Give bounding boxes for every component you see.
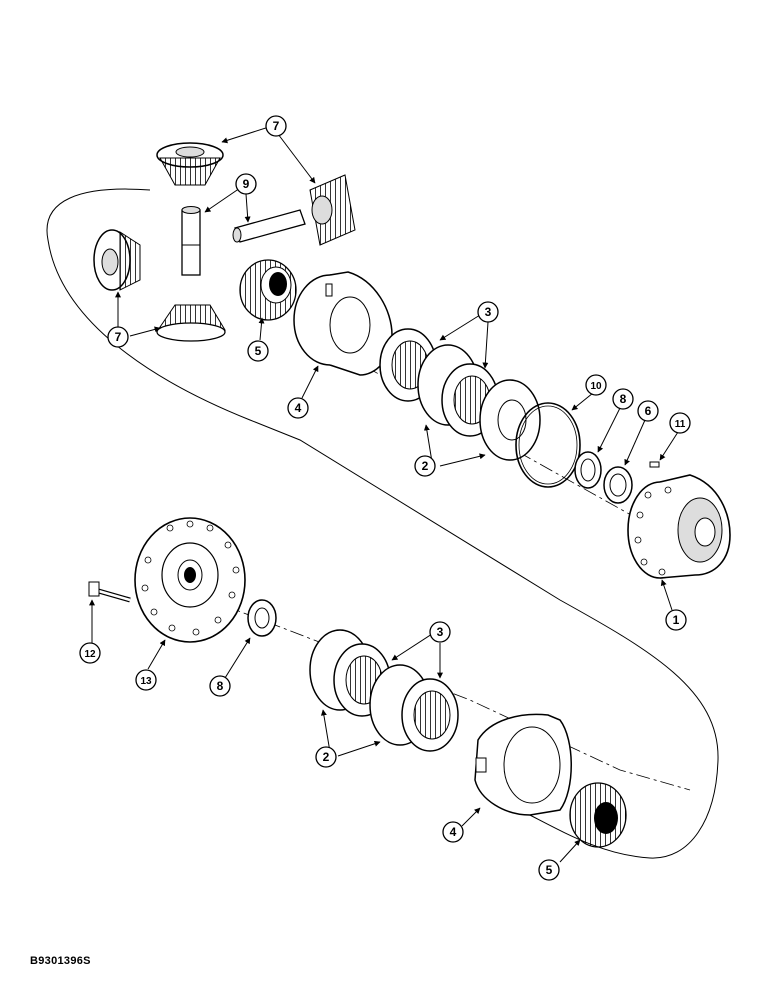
- callout-11: 11: [669, 412, 691, 434]
- leader-2-lower-a: [320, 709, 331, 753]
- leader-8-lower: [224, 637, 251, 679]
- callout-5-upper: 5: [247, 340, 269, 362]
- leader-10: [571, 392, 594, 411]
- cross-shaft-pin-vertical: [181, 206, 201, 276]
- side-gear-lower: [569, 782, 627, 848]
- differential-case: [627, 474, 731, 579]
- leader-6: [624, 419, 646, 466]
- callout-7-left: 7: [107, 326, 129, 348]
- assembly-boundary-line-lower: [149, 577, 691, 791]
- svg-text:11: 11: [675, 419, 686, 430]
- leader-2-lower-b: [337, 740, 381, 757]
- clutch-disc-stack-lower: [309, 629, 459, 752]
- callout-5-lower: 5: [538, 859, 560, 881]
- thrust-washer-upper: [574, 451, 602, 489]
- callout-8-lower: 8: [209, 675, 231, 697]
- callout-9: 9: [235, 173, 257, 195]
- callout-13: 13: [135, 669, 157, 691]
- callout-8-upper: 8: [612, 388, 634, 410]
- svg-text:12: 12: [84, 649, 96, 660]
- leader-13: [147, 639, 166, 670]
- svg-text:8: 8: [217, 679, 224, 693]
- leader-2-upper-b: [439, 453, 486, 467]
- bolt: [88, 581, 131, 603]
- svg-text:1: 1: [673, 613, 680, 627]
- svg-text:2: 2: [422, 459, 429, 473]
- leader-3-upper-b: [482, 321, 489, 369]
- svg-text:3: 3: [437, 625, 444, 639]
- svg-text:10: 10: [590, 381, 602, 392]
- svg-text:5: 5: [255, 344, 262, 358]
- clutch-disc-stack-upper: [379, 328, 541, 461]
- shim-washer: [603, 466, 633, 504]
- snap-ring: [515, 402, 581, 488]
- pinion-gear-bottom: [156, 304, 226, 342]
- leader-9-a: [204, 185, 244, 213]
- leader-4-lower: [461, 807, 481, 827]
- drawing-reference-code: B930139​6S: [30, 955, 91, 967]
- callout-10: 10: [585, 374, 607, 396]
- leader-8-upper: [597, 407, 621, 453]
- cross-shaft-pin-horizontal: [232, 209, 306, 243]
- drive-plate: [134, 517, 246, 643]
- svg-text:13: 13: [140, 676, 152, 687]
- leader-2-upper-a: [423, 424, 433, 463]
- svg-text:7: 7: [115, 330, 122, 344]
- callout-12: 12: [79, 642, 101, 664]
- leader-11: [659, 431, 679, 461]
- svg-text:5: 5: [546, 863, 553, 877]
- leader-5-upper: [258, 317, 265, 341]
- svg-text:9: 9: [243, 177, 250, 191]
- svg-text:6: 6: [645, 404, 652, 418]
- leader-1: [660, 579, 673, 611]
- callout-7-top: 7: [265, 115, 287, 137]
- thrust-washer-lower: [247, 599, 277, 637]
- callout-6: 6: [637, 400, 659, 422]
- svg-text:7: 7: [273, 119, 280, 133]
- leader-7-bottom: [129, 326, 161, 337]
- svg-text:4: 4: [450, 825, 457, 839]
- svg-text:8: 8: [620, 392, 627, 406]
- callout-3-upper: 3: [477, 301, 499, 323]
- callout-2-lower: 2: [315, 746, 337, 768]
- callout-4-lower: 4: [442, 821, 464, 843]
- pinion-gear-right: [309, 174, 356, 246]
- svg-text:3: 3: [485, 305, 492, 319]
- pinion-gear-left: [93, 229, 141, 291]
- callout-4-upper: 4: [287, 397, 309, 419]
- leader-9-b: [244, 193, 251, 223]
- leader-3-upper-a: [439, 314, 481, 341]
- callout-3-lower: 3: [429, 621, 451, 643]
- clutch-housing-lower: [474, 713, 572, 816]
- leader-3-lower-a: [391, 633, 433, 661]
- callout-1: 1: [665, 609, 687, 631]
- callout-2-upper: 2: [414, 455, 436, 477]
- assembly-boundary-line: [46, 188, 719, 859]
- leader-7-right: [277, 133, 316, 184]
- leader-7-top: [221, 125, 273, 144]
- leader-4-upper: [301, 365, 319, 399]
- side-gear-upper: [239, 259, 297, 321]
- svg-text:4: 4: [295, 401, 302, 415]
- pinion-gear-top: [156, 142, 224, 186]
- svg-text:2: 2: [323, 750, 330, 764]
- clutch-housing-upper: [293, 271, 393, 376]
- dowel-pin: [649, 461, 660, 468]
- leader-5-lower: [559, 839, 581, 863]
